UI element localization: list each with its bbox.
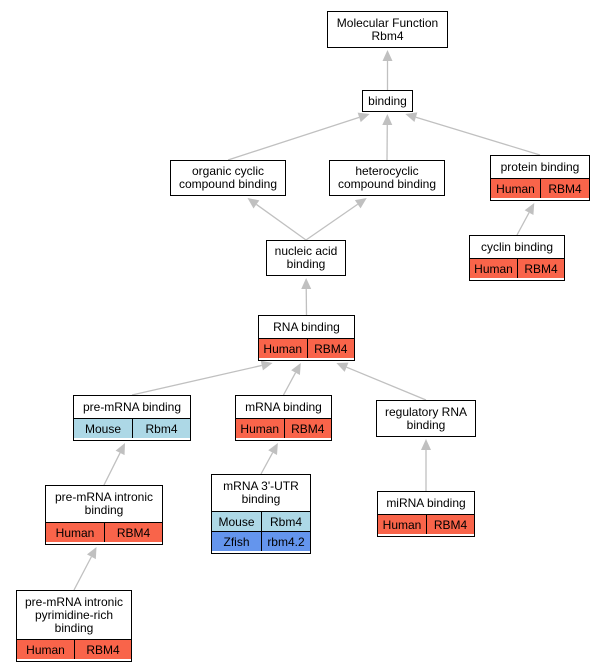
- species-cell: Mouse: [74, 419, 132, 438]
- species-cell: Zfish: [212, 532, 261, 551]
- gene-cell: RBM4: [74, 640, 131, 659]
- edge-mrna-to-rna: [282, 372, 297, 396]
- arrowhead-reg-to-rna: [336, 362, 349, 372]
- edge-reg-to-rna: [346, 366, 427, 401]
- node-label: cyclin binding: [480, 239, 554, 254]
- edge-pre-to-rna: [131, 364, 262, 396]
- node-label: binding: [368, 93, 407, 108]
- node-regulatory-rna-binding[interactable]: regulatory RNA binding: [376, 400, 476, 437]
- node-mrna-3utr-binding[interactable]: mRNA 3'-UTR binding Mouse Rbm4 Zfish rbm…: [211, 474, 311, 554]
- arrowhead-binding-to-mf: [382, 50, 393, 61]
- node-label: mRNA binding: [245, 399, 322, 414]
- species-cell: Human: [259, 339, 307, 358]
- node-label: RNA binding: [273, 319, 340, 334]
- edge-intr-to-pre: [103, 452, 121, 486]
- gene-cell: RBM4: [517, 259, 564, 278]
- arrowhead-mrna-to-rna: [291, 363, 301, 376]
- arrowhead-pb-to-binding: [405, 112, 418, 122]
- node-protein-binding[interactable]: protein binding Human RBM4: [490, 155, 590, 201]
- arrowhead-nab-to-occ: [247, 198, 260, 209]
- species-cell: Human: [236, 419, 284, 438]
- node-nucleic-acid-binding[interactable]: nucleic acid binding: [266, 240, 346, 276]
- node-pre-mrna-intronic-binding[interactable]: pre-mRNA intronic binding Human RBM4: [45, 485, 163, 545]
- node-label: pre-mRNA binding: [82, 399, 182, 414]
- gene-cell: RBM4: [283, 419, 331, 438]
- node-label: pre-mRNA intronic pyrimidine-rich bindin…: [24, 594, 124, 635]
- annotation-row: Mouse Rbm4: [212, 511, 310, 531]
- node-mirna-binding[interactable]: miRNA binding Human RBM4: [377, 491, 475, 537]
- node-label: nucleic acid binding: [274, 244, 338, 271]
- node-label: Molecular Function Rbm4: [336, 15, 439, 43]
- edge-nab-to-hcc: [305, 203, 359, 241]
- annotation-row: Human RBM4: [491, 178, 589, 198]
- edge-pb-to-binding: [415, 116, 541, 156]
- annotation-row: Human RBM4: [17, 639, 131, 659]
- node-label: organic cyclic compound binding: [178, 164, 278, 191]
- annotation-row: Human RBM4: [259, 338, 354, 358]
- species-cell: Human: [46, 523, 104, 542]
- edge-cb-to-pb: [516, 212, 530, 236]
- species-cell: Mouse: [212, 512, 261, 531]
- node-pre-mrna-intronic-pyrimidine-rich-binding[interactable]: pre-mRNA intronic pyrimidine-rich bindin…: [16, 590, 132, 662]
- species-cell: Human: [17, 640, 74, 659]
- node-rna-binding[interactable]: RNA binding Human RBM4: [258, 315, 355, 361]
- gene-cell: RBM4: [306, 339, 354, 358]
- gene-cell: Rbm4: [132, 419, 190, 438]
- node-pre-mrna-binding[interactable]: pre-mRNA binding Mouse Rbm4: [73, 395, 191, 441]
- node-organic-cyclic-compound-binding[interactable]: organic cyclic compound binding: [170, 160, 286, 196]
- arrowhead-utr-to-mrna: [268, 443, 278, 456]
- annotation-row: Mouse Rbm4: [74, 418, 190, 438]
- gene-cell: RBM4: [104, 523, 162, 542]
- node-heterocyclic-compound-binding[interactable]: heterocyclic compound binding: [329, 160, 445, 196]
- annotation-row: Zfish rbm4.2: [212, 531, 310, 551]
- gene-cell: Rbm4: [261, 512, 310, 531]
- gene-cell: rbm4.2: [261, 532, 310, 551]
- node-label: protein binding: [500, 159, 580, 174]
- annotation-row: Human RBM4: [46, 522, 162, 542]
- node-label: pre-mRNA intronic binding: [54, 490, 154, 517]
- node-label: miRNA binding: [386, 495, 466, 510]
- arrowhead-pyr-to-intr: [86, 547, 97, 560]
- arrowhead-rna-to-nab: [301, 278, 312, 290]
- arrowhead-cb-to-pb: [524, 203, 535, 216]
- arrowhead-mir-to-reg: [421, 439, 431, 450]
- edge-pyr-to-intr: [73, 556, 92, 591]
- arrowhead-nab-to-hcc: [354, 198, 367, 209]
- node-cyclin-binding[interactable]: cyclin binding Human RBM4: [469, 235, 565, 281]
- gene-cell: RBM4: [426, 515, 474, 534]
- species-cell: Human: [491, 179, 540, 198]
- node-binding[interactable]: binding: [362, 90, 413, 112]
- node-label: regulatory RNA binding: [384, 404, 468, 432]
- node-label: heterocyclic compound binding: [337, 164, 437, 191]
- edge-occ-to-binding: [227, 116, 360, 161]
- node-label: mRNA 3'-UTR binding: [223, 479, 299, 506]
- annotation-row: Human RBM4: [236, 418, 331, 438]
- annotation-row: Human RBM4: [470, 258, 564, 278]
- arrowhead-intr-to-pre: [115, 443, 125, 456]
- node-molecular-function[interactable]: Molecular Function Rbm4: [327, 11, 448, 48]
- node-mrna-binding[interactable]: mRNA binding Human RBM4: [235, 395, 332, 441]
- edge-utr-to-mrna: [260, 452, 274, 475]
- species-cell: Human: [378, 515, 426, 534]
- arrowhead-pre-to-rna: [260, 360, 273, 371]
- annotation-row: Human RBM4: [378, 514, 474, 534]
- arrowhead-occ-to-binding: [357, 112, 370, 123]
- edge-nab-to-occ: [256, 203, 307, 241]
- arrowhead-hcc-to-binding: [382, 114, 393, 126]
- species-cell: Human: [470, 259, 517, 278]
- gene-cell: RBM4: [540, 179, 589, 198]
